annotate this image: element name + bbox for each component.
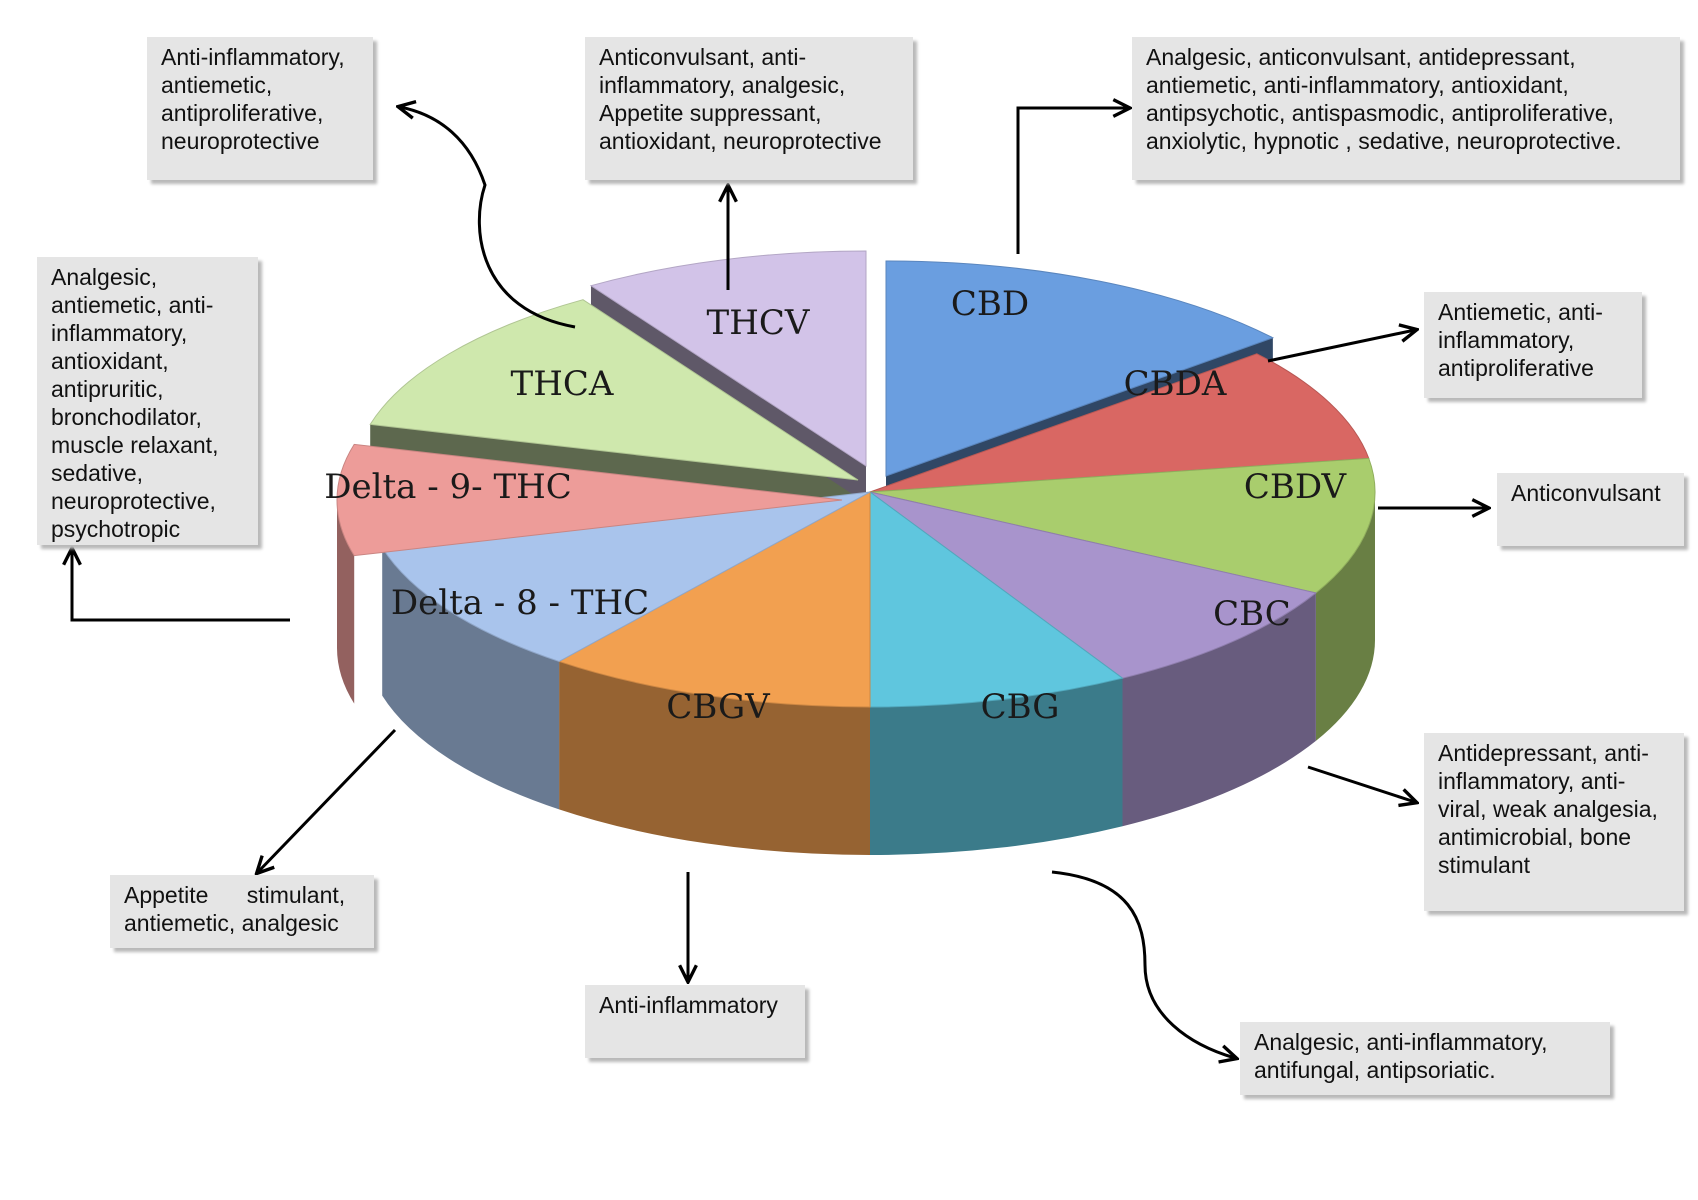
effects-box-d8thc: Appetite stimulant, antiemetic, analgesi… bbox=[110, 875, 374, 948]
pie-label-cbda: CBDA bbox=[1124, 364, 1227, 404]
pie-side-d8thc bbox=[382, 547, 560, 810]
effects-box-cbg: Analgesic, anti-inflammatory, antifungal… bbox=[1240, 1022, 1610, 1095]
pie-label-thca: THCA bbox=[511, 364, 614, 404]
pie-side-cbg bbox=[870, 678, 1123, 855]
effects-text-thca: Anti-inflammatory, antiemetic, antiproli… bbox=[161, 44, 345, 154]
effects-text-cbda: Antiemetic, anti-inflammatory, antiproli… bbox=[1438, 299, 1603, 381]
arrow-cbd bbox=[1016, 108, 1128, 254]
effects-text-d8thc: Appetite stimulant, antiemetic, analgesi… bbox=[124, 882, 352, 936]
effects-box-cbda: Antiemetic, anti-inflammatory, antiproli… bbox=[1424, 292, 1642, 398]
arrow-cbc bbox=[1307, 765, 1415, 802]
effects-text-cbgv: Anti-inflammatory bbox=[599, 992, 778, 1018]
pie-slice-cbc bbox=[869, 491, 1318, 679]
effects-text-d9thc: Analgesic, antiemetic, anti-inflammatory… bbox=[51, 264, 219, 542]
pie-side-d9thc bbox=[337, 500, 355, 704]
effects-box-cbd: Analgesic, anticonvulsant, antidepressan… bbox=[1132, 37, 1680, 180]
pie-side-cbdv bbox=[1315, 492, 1375, 741]
effects-box-cbc: Antidepressant, anti-inflammatory, anti-… bbox=[1424, 733, 1684, 911]
effects-text-thcv: Anticonvulsant, anti-inflammatory, analg… bbox=[599, 44, 882, 154]
pie-slice-cbg bbox=[869, 491, 1124, 708]
pie-slice-cbgv bbox=[557, 491, 871, 708]
effects-text-cbdv: Anticonvulsant bbox=[1511, 480, 1661, 506]
arrow-d8thc bbox=[258, 728, 397, 872]
pie-label-cbg: CBG bbox=[981, 687, 1060, 727]
effects-text-cbg: Analgesic, anti-inflammatory, antifungal… bbox=[1254, 1029, 1548, 1083]
pie-label-cbgv: CBGV bbox=[666, 687, 771, 727]
arrow-d9thc bbox=[72, 550, 290, 622]
arrow-thca bbox=[400, 107, 576, 329]
pie-slice-cbdv bbox=[869, 457, 1376, 594]
connector-arrows bbox=[72, 107, 1487, 1058]
pie-label-cbdv: CBDV bbox=[1244, 467, 1348, 507]
pie-slice-cbd bbox=[885, 260, 1275, 477]
effects-box-thcv: Anticonvulsant, anti-inflammatory, analg… bbox=[585, 37, 913, 180]
effects-box-cbdv: Anticonvulsant bbox=[1497, 473, 1684, 546]
pie-slice-d9thc bbox=[336, 443, 843, 557]
arrow-cbg bbox=[1051, 870, 1235, 1058]
pie-side-cbgv bbox=[559, 661, 870, 855]
effects-box-d9thc: Analgesic, antiemetic, anti-inflammatory… bbox=[37, 257, 258, 545]
arrow-cbda bbox=[1267, 330, 1415, 363]
pie-label-thcv: THCV bbox=[707, 303, 811, 343]
pie-side-cbc bbox=[1122, 592, 1316, 827]
pie-slice-thcv bbox=[589, 250, 867, 467]
pie-label-d8thc: Delta - 8 - THC bbox=[391, 583, 649, 623]
pie-label-cbc: CBC bbox=[1213, 594, 1291, 634]
effects-box-thca: Anti-inflammatory, antiemetic, antiproli… bbox=[147, 37, 373, 180]
pie-label-cbd: CBD bbox=[951, 284, 1029, 324]
pie-label-d9thc: Delta - 9- THC bbox=[324, 467, 572, 507]
pie-slice-thca bbox=[369, 299, 859, 481]
effects-box-cbgv: Anti-inflammatory bbox=[585, 985, 805, 1058]
effects-text-cbd: Analgesic, anticonvulsant, antidepressan… bbox=[1146, 44, 1622, 154]
effects-text-cbc: Antidepressant, anti-inflammatory, anti-… bbox=[1438, 740, 1658, 878]
